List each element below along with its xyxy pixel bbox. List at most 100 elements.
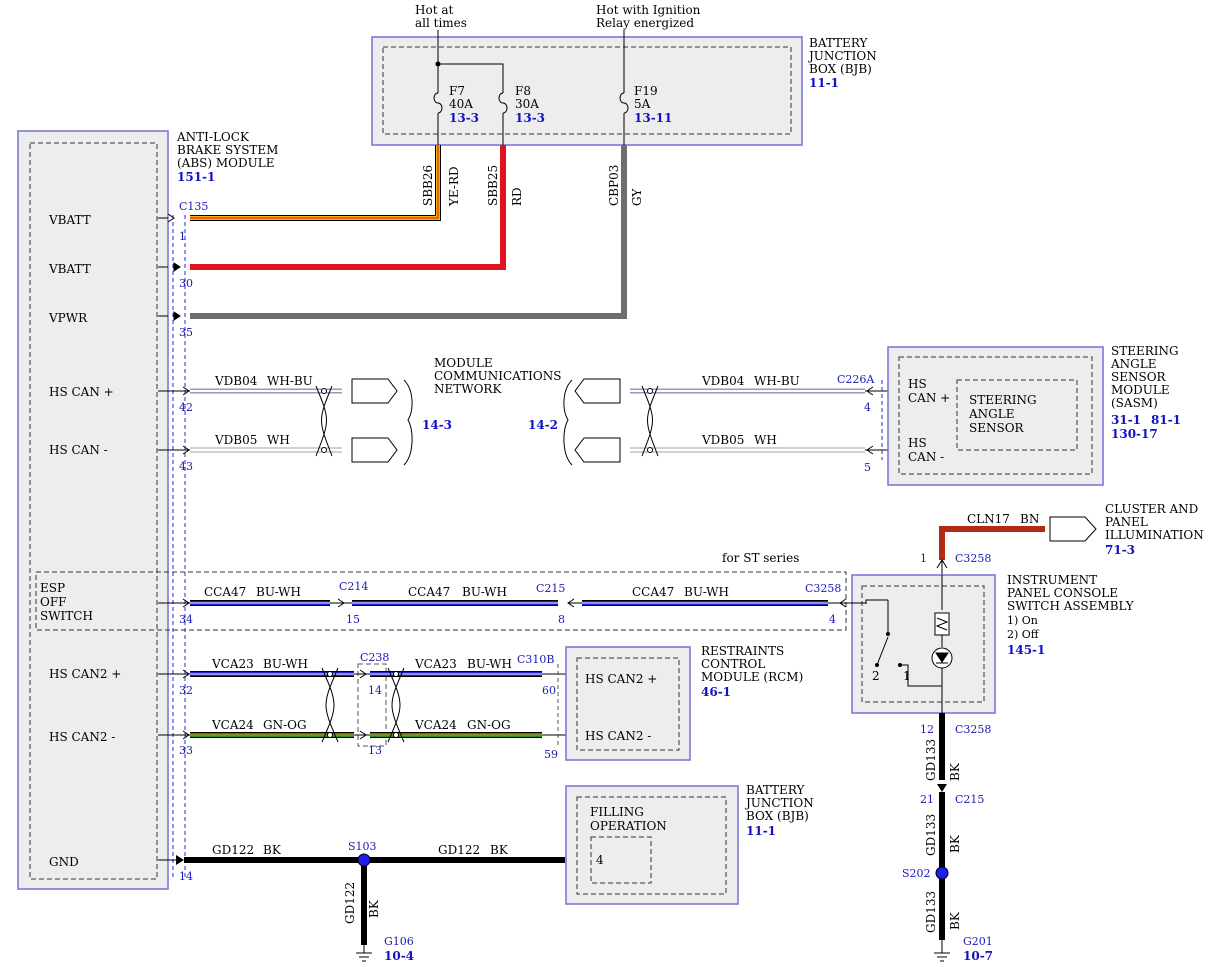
- cluster-ref[interactable]: 71-3: [1105, 543, 1135, 557]
- network-stub-left-1: [351, 378, 398, 404]
- c226a-label: C226A: [837, 373, 875, 386]
- hot-always-2: all times: [415, 16, 467, 30]
- wire-cbp03-circuit: CBP03: [607, 165, 621, 206]
- cluster-title-3: ILLUMINATION: [1105, 528, 1204, 542]
- switch-pos-1: 1: [903, 669, 911, 683]
- gd133-circuit: 12 C3258 GD133 BK 21 C215 GD133 BK S202 …: [902, 713, 993, 963]
- bjb-bottom-title-3: BOX (BJB): [746, 809, 809, 823]
- wire-vdb05-left-color: WH: [267, 433, 290, 447]
- wire-cca47-3-color: BU-WH: [684, 585, 729, 599]
- bjb-top-ref[interactable]: 11-1: [809, 76, 839, 90]
- abs-module: ANTI-LOCK BRAKE SYSTEM (ABS) MODULE 151-…: [17, 130, 847, 890]
- wire-gd133-2-circuit: GD133: [924, 814, 938, 856]
- sasm-pin-hs-minus-2: CAN -: [908, 450, 944, 464]
- network-ref-left[interactable]: 14-3: [422, 418, 452, 432]
- wire-vca23-right-color: BU-WH: [467, 657, 512, 671]
- abs-title-2: BRAKE SYSTEM: [177, 143, 278, 157]
- bjb-bottom-title-1: BATTERY: [746, 783, 805, 797]
- c3258-label-mid: C3258: [805, 582, 841, 595]
- g106-label: G106: [384, 935, 414, 948]
- hot-always-1: Hot at: [415, 3, 453, 17]
- pin-abs-32: 32: [179, 684, 193, 697]
- wire-sbb25-circuit: SBB25: [486, 165, 500, 206]
- esp-label-1: ESP: [40, 581, 65, 595]
- wire-gd122-right-color: BK: [490, 843, 509, 857]
- fuse-f8-ref[interactable]: 13-3: [515, 111, 545, 125]
- wire-vca24-right-circuit: VCA24: [414, 718, 457, 732]
- pin-sasm-4: 4: [864, 401, 871, 414]
- network-title-1: MODULE: [434, 356, 493, 370]
- wire-sbb25-color: RD: [510, 187, 524, 206]
- pin-rcm-60: 60: [542, 684, 556, 697]
- abs-pin-hs-can2-minus: HS CAN2 -: [49, 730, 115, 744]
- sasm-ref-2[interactable]: 81-1: [1151, 413, 1181, 427]
- rcm-module: HS CAN2 + HS CAN2 - RESTRAINTS CONTROL M…: [565, 644, 803, 761]
- g106-ref[interactable]: 10-4: [384, 949, 414, 963]
- sasm-ref-1[interactable]: 31-1: [1111, 413, 1141, 427]
- wire-cln17-circuit: CLN17: [967, 512, 1010, 526]
- wire-gd133-2-color: BK: [948, 834, 962, 853]
- wire-cln17: [939, 526, 1045, 560]
- rcm-ref[interactable]: 46-1: [701, 685, 731, 699]
- bjb-bottom-title-2: JUNCTION: [744, 796, 814, 810]
- sasm-ref-3[interactable]: 130-17: [1111, 427, 1158, 441]
- bjb-bottom-pin: 4: [596, 853, 604, 867]
- wire-gd133-3-color: BK: [948, 911, 962, 930]
- fuse-f7-symbol: [433, 92, 443, 114]
- c238-label: C238: [360, 651, 389, 664]
- abs-ref[interactable]: 151-1: [177, 170, 215, 184]
- fuse-f19-rating: 5A: [634, 97, 651, 111]
- pin-abs-43: 43: [179, 460, 193, 473]
- pin-sasm-5: 5: [864, 461, 871, 474]
- network-ref-right[interactable]: 14-2: [528, 418, 558, 432]
- pin-abs-33: 33: [179, 744, 193, 757]
- hs-can2-network: VCA23 BU-WH VCA24 GN-OG VCA23 BU-WH VCA2…: [158, 651, 580, 761]
- esp-circuit: for ST series CCA47 BU-WH CCA47 BU-WH CC…: [158, 551, 866, 626]
- sasm-title-1: STEERING: [1111, 344, 1179, 358]
- wire-gd122-vert-circuit: GD122: [343, 882, 357, 924]
- ipcs-ref[interactable]: 145-1: [1007, 643, 1045, 657]
- wire-gd122-right-circuit: GD122: [438, 843, 480, 857]
- sasm-title-5: (SASM): [1111, 396, 1158, 410]
- wire-sbb25: [190, 145, 506, 270]
- wire-gd122-vert-color: BK: [367, 899, 381, 918]
- ipcs-title-4: 1) On: [1007, 614, 1038, 627]
- abs-title-1: ANTI-LOCK: [176, 130, 250, 144]
- sasm-inner-2: ANGLE: [968, 407, 1014, 421]
- abs-pin-vbatt-2: VBATT: [48, 262, 91, 276]
- c3258-label-bottom: C3258: [955, 723, 991, 736]
- note-st-series: for ST series: [722, 551, 799, 565]
- wire-vca24-left-color: GN-OG: [263, 718, 307, 732]
- pin-c3258-12: 12: [920, 723, 934, 736]
- abs-pin-vbatt-1: VBATT: [48, 213, 91, 227]
- g201-ref[interactable]: 10-7: [963, 949, 993, 963]
- sasm-title-2: ANGLE: [1110, 357, 1156, 371]
- abs-pin-hs-can2-plus: HS CAN2 +: [49, 667, 121, 681]
- wire-vdb05-right-color: WH: [754, 433, 777, 447]
- wire-vca24-right-color: GN-OG: [467, 718, 511, 732]
- bjb-bottom-ref[interactable]: 11-1: [746, 824, 776, 838]
- cluster-illumination: CLN17 BN CLUSTER AND PANEL ILLUMINATION …: [920, 502, 1204, 575]
- sasm-pin-hs-plus-1: HS: [908, 377, 927, 391]
- rcm-pin-plus: HS CAN2 +: [585, 672, 657, 686]
- fuse-f7-ref[interactable]: 13-3: [449, 111, 479, 125]
- s103-label: S103: [348, 840, 377, 853]
- bjb-bottom-inner-1: FILLING: [590, 805, 644, 819]
- wire-gd133-1-circuit: GD133: [924, 739, 938, 781]
- rcm-title-2: CONTROL: [701, 657, 765, 671]
- wire-gd122-left-circuit: GD122: [212, 843, 254, 857]
- fuse-f8-name: F8: [515, 84, 531, 98]
- wire-gd133-3-circuit: GD133: [924, 891, 938, 933]
- network-stub-left-2: [351, 437, 398, 463]
- fuse-f7-name: F7: [449, 84, 465, 98]
- c215-label-bottom: C215: [955, 793, 984, 806]
- network-stub-right-2: [574, 437, 621, 463]
- hot-ign-2: Relay energized: [596, 16, 694, 30]
- c310b-label: C310B: [517, 653, 555, 666]
- sasm-title-4: MODULE: [1111, 383, 1170, 397]
- wire-cca47-1-color: BU-WH: [256, 585, 301, 599]
- fuse-f19-ref[interactable]: 13-11: [634, 111, 672, 125]
- wire-vdb05-right-circuit: VDB05: [701, 433, 744, 447]
- c3258-label-top: C3258: [955, 552, 991, 565]
